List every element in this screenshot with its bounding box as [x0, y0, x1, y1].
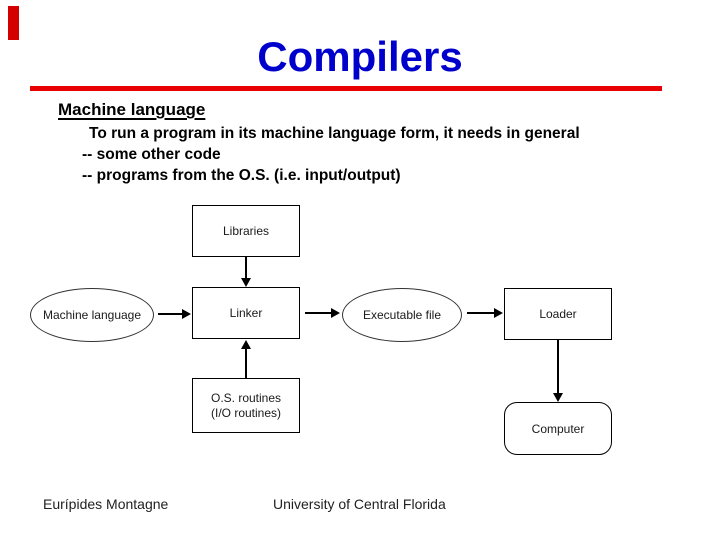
node-linker-label: Linker	[229, 306, 263, 320]
body-line-3: -- programs from the O.S. (i.e. input/ou…	[82, 167, 401, 184]
arrow-os-routines-to-linker-head	[241, 340, 251, 349]
node-libraries-label: Libraries	[222, 224, 270, 238]
arrow-os-routines-to-linker-line	[245, 348, 247, 378]
node-os-routines-label: O.S. routines (I/O routines)	[211, 391, 281, 421]
section-heading: Machine language	[58, 100, 206, 119]
node-machine-language: Machine language	[30, 288, 154, 342]
node-executable-file: Executable file	[342, 288, 462, 342]
body-text-block: To run a program in its machine language…	[82, 123, 580, 186]
footer-author: Eurípides Montagne	[43, 496, 169, 512]
node-loader-label: Loader	[539, 307, 577, 321]
arrow-libraries-to-linker-head	[241, 278, 251, 287]
arrow-machine-language-to-linker-line	[158, 313, 183, 315]
arrow-executable-to-loader-head	[494, 308, 503, 318]
title-rule-line	[30, 86, 662, 91]
arrow-linker-to-executable-line	[305, 312, 332, 314]
node-loader: Loader	[504, 288, 612, 340]
arrow-machine-language-to-linker-head	[182, 309, 191, 319]
corner-accent-bar	[8, 6, 19, 40]
arrow-loader-to-computer-line	[557, 340, 559, 394]
node-linker: Linker	[192, 287, 300, 339]
arrow-libraries-to-linker-line	[245, 257, 247, 279]
arrow-linker-to-executable-head	[331, 308, 340, 318]
arrow-executable-to-loader-line	[467, 312, 495, 314]
node-computer-label: Computer	[531, 421, 585, 436]
node-os-routines: O.S. routines (I/O routines)	[192, 378, 300, 433]
node-os-routines-line2: (I/O routines)	[210, 405, 282, 420]
body-line-2: -- some other code	[82, 146, 221, 163]
arrow-loader-to-computer-head	[553, 393, 563, 402]
node-libraries: Libraries	[192, 205, 300, 257]
footer-institution: University of Central Florida	[273, 496, 446, 512]
node-machine-language-label: Machine language	[42, 308, 142, 322]
page-title: Compilers	[257, 33, 463, 80]
node-executable-file-label: Executable file	[362, 308, 442, 322]
node-computer: Computer	[504, 402, 612, 455]
node-os-routines-line1: O.S. routines	[210, 390, 282, 405]
body-line-1: To run a program in its machine language…	[89, 125, 580, 142]
